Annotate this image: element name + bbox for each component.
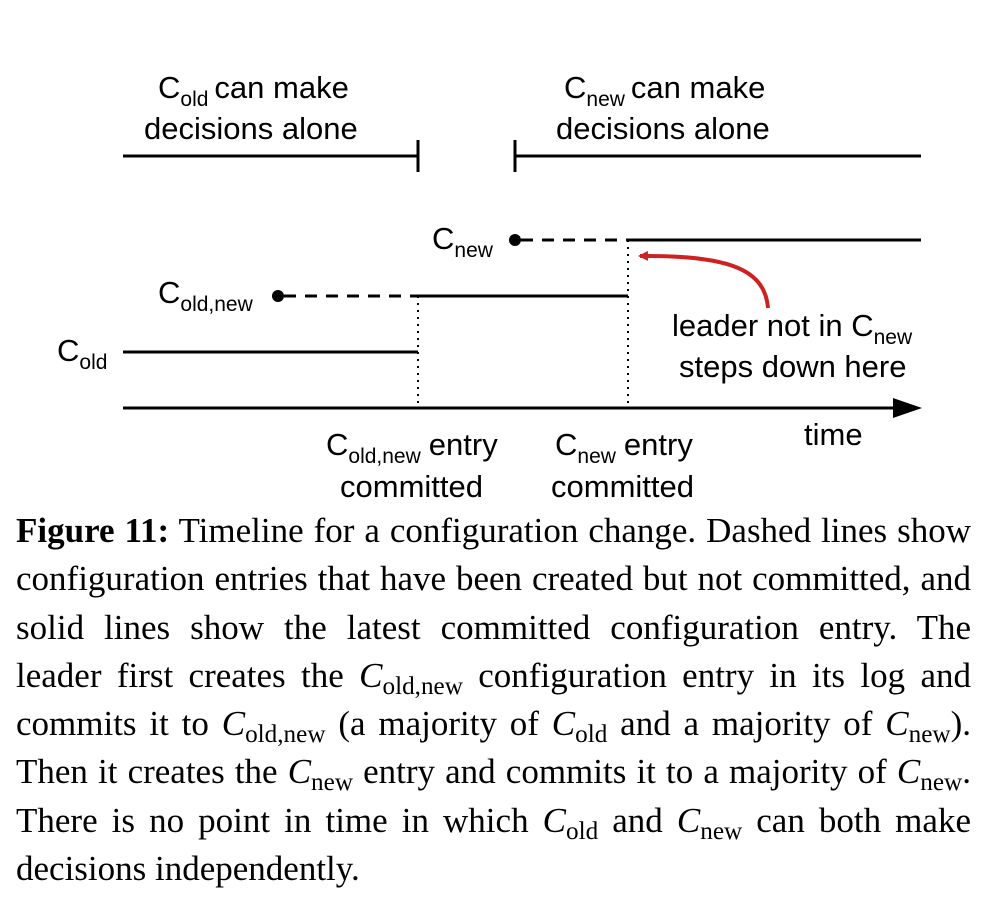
coldnew-entry-label-line2: committed (340, 469, 483, 504)
time-axis-arrowhead (893, 398, 922, 418)
math-c-new: Cnew (676, 800, 743, 845)
time-axis-label: time (804, 417, 863, 452)
coldnew-created-dot (272, 290, 284, 302)
math-c-new: Cnew (885, 704, 951, 749)
cnew-entry-label-line2: committed (551, 469, 694, 504)
cnew-row-label: Cnew (432, 221, 494, 262)
leader-steps-down-red-arrow (638, 250, 770, 309)
math-c-old-new: Cold,new (359, 655, 463, 700)
math-c-new: Cnew (896, 752, 963, 797)
cold-row-label: Cold (57, 333, 107, 374)
cold-alone-label-line2: decisions alone (144, 111, 358, 146)
cnew-alone-label-line2: decisions alone (556, 111, 770, 146)
leader-annotation-line1: leader not in Cnew (672, 308, 913, 349)
math-c-old: Cold (542, 800, 599, 845)
math-c-new: Cnew (287, 752, 354, 797)
leader-annotation-line2: steps down here (679, 349, 906, 384)
coldnew-row-label: Cold,new (158, 275, 254, 316)
figure-caption: Figure 11: Timeline for a configuration … (16, 511, 972, 889)
cnew-created-dot (509, 234, 521, 246)
math-c-old-new: Cold,new (221, 704, 326, 749)
figure-number: Figure 11: (16, 511, 170, 550)
math-c-old: Cold (551, 704, 608, 749)
